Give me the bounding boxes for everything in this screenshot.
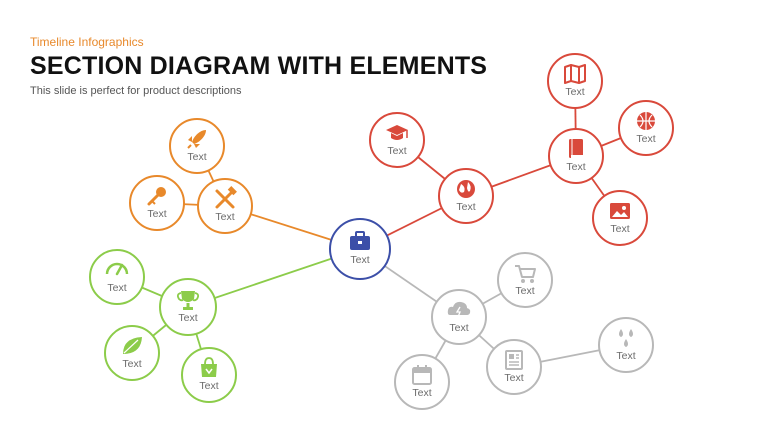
cart-icon <box>515 265 536 283</box>
node-leaf: Text <box>104 325 160 381</box>
node-bag: Text <box>181 347 237 403</box>
node-label: Text <box>199 380 218 392</box>
node-trophy: Text <box>159 278 217 336</box>
node-circle <box>129 175 185 231</box>
graduation-cap-icon <box>386 125 408 140</box>
globe-icon <box>457 180 475 198</box>
node-news: Text <box>486 339 542 395</box>
node-label: Text <box>515 285 534 297</box>
map-icon <box>564 64 586 84</box>
node-circle <box>104 325 160 381</box>
node-cloud: Text <box>431 289 487 345</box>
node-label: Text <box>107 282 126 294</box>
calendar-icon <box>412 365 432 385</box>
node-drops: Text <box>598 317 654 373</box>
node-gauge: Text <box>89 249 145 305</box>
node-circle <box>394 354 450 410</box>
water-drops-icon <box>619 329 633 347</box>
node-label: Text <box>350 254 369 266</box>
key-icon <box>147 187 166 206</box>
node-cart: Text <box>497 252 553 308</box>
basketball-icon <box>637 112 655 130</box>
diagram-nodes: TextTextTextTextTextTextTextTextTextText… <box>89 53 674 410</box>
node-circle <box>89 249 145 305</box>
node-label: Text <box>122 358 141 370</box>
node-label: Text <box>565 86 584 98</box>
node-label: Text <box>178 312 197 324</box>
shopping-bag-icon <box>201 357 217 377</box>
node-picture: Text <box>592 190 648 246</box>
node-center: Text <box>329 218 391 280</box>
node-rocket: Text <box>169 118 225 174</box>
newspaper-icon <box>505 350 523 370</box>
speedometer-icon <box>105 262 129 276</box>
trophy-icon <box>176 291 200 310</box>
node-globe: Text <box>438 168 494 224</box>
node-ball: Text <box>618 100 674 156</box>
node-label: Text <box>616 350 635 362</box>
node-circle <box>486 339 542 395</box>
node-label: Text <box>636 133 655 145</box>
node-label: Text <box>187 151 206 163</box>
node-label: Text <box>449 322 468 334</box>
node-label: Text <box>504 372 523 384</box>
node-circle <box>497 252 553 308</box>
rocket-icon <box>187 130 206 149</box>
book-icon <box>569 139 583 158</box>
cloud-icon <box>447 301 471 318</box>
node-tools: Text <box>197 178 253 234</box>
node-label: Text <box>610 223 629 235</box>
node-calendar: Text <box>394 354 450 410</box>
node-map: Text <box>547 53 603 109</box>
briefcase-icon <box>350 231 370 250</box>
page-description: This slide is perfect for product descri… <box>30 85 242 97</box>
picture-icon <box>610 203 630 219</box>
node-circle <box>431 289 487 345</box>
node-label: Text <box>566 161 585 173</box>
node-book: Text <box>548 128 604 184</box>
node-key: Text <box>129 175 185 231</box>
node-cap: Text <box>369 112 425 168</box>
node-circle <box>197 178 253 234</box>
node-label: Text <box>147 208 166 220</box>
leaf-icon <box>123 337 142 354</box>
node-label: Text <box>412 387 431 399</box>
node-label: Text <box>456 201 475 213</box>
node-label: Text <box>215 211 234 223</box>
header-subtitle: Timeline Infographics <box>30 35 144 49</box>
node-label: Text <box>387 145 406 157</box>
tools-icon <box>215 186 237 209</box>
page-title: SECTION DIAGRAM WITH ELEMENTS <box>30 52 488 80</box>
